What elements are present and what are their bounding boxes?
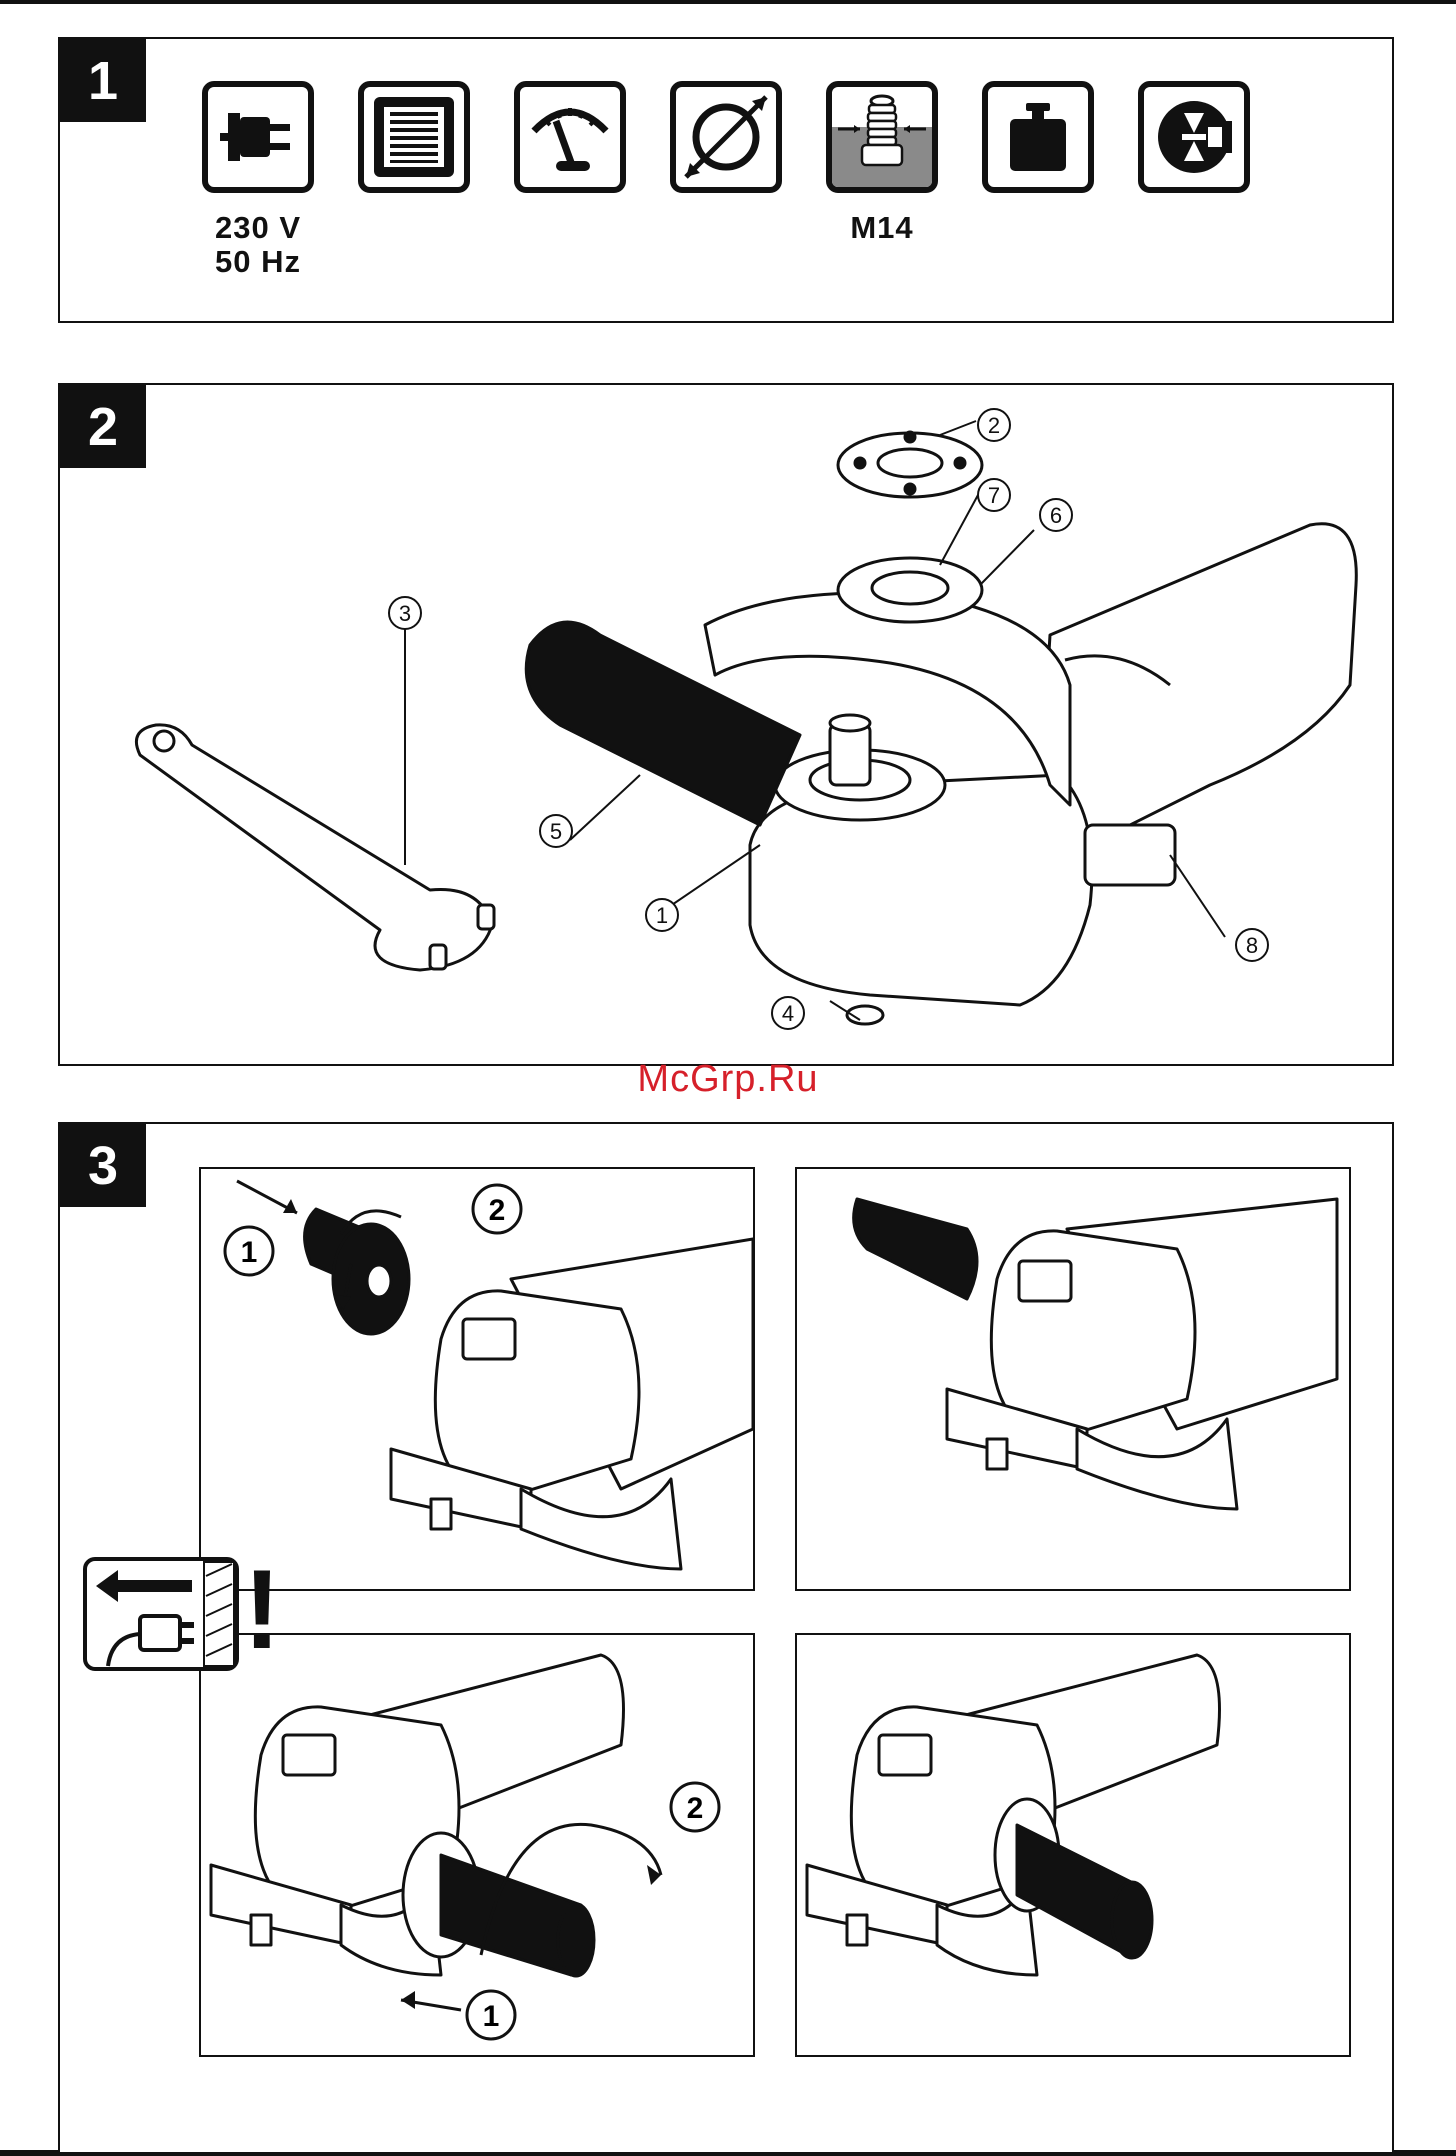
weight-icon — [982, 81, 1094, 193]
site-watermark: McGrp.Ru — [0, 1058, 1456, 1101]
callout-1: 1 — [656, 903, 668, 928]
panel1-step-2: 2 — [489, 1194, 506, 1227]
spindle-thread-icon — [826, 81, 938, 193]
on-off-switch — [1085, 825, 1175, 885]
angle-grinder-exploded-illustration: 3 1 2 4 5 6 7 8 — [60, 385, 1392, 1064]
figure-3-step-fit-handle: 1 2 — [199, 1633, 755, 2057]
panel3-step-1: 1 — [483, 2000, 500, 2033]
power-plug-icon — [202, 81, 314, 193]
protection-class-icon — [1138, 81, 1250, 193]
motor-housing — [1048, 524, 1357, 855]
panel3-step-2: 2 — [687, 1792, 704, 1825]
voltage-frequency-label: 230 V 50 Hz — [188, 211, 328, 279]
panel1-step-1: 1 — [241, 1236, 258, 1269]
figure-1-number: 1 — [60, 39, 146, 122]
callout-3: 3 — [399, 601, 411, 626]
callout-5: 5 — [550, 819, 562, 844]
disc-diameter-icon — [670, 81, 782, 193]
figure-3-handle-removed — [795, 1167, 1351, 1591]
motor-coil-icon — [358, 81, 470, 193]
figure-3-step-remove-handle: 1 2 — [199, 1167, 755, 1591]
callout-4: 4 — [782, 1001, 794, 1026]
top-rule — [0, 0, 1456, 4]
figure-3-number: 3 — [60, 1124, 146, 1207]
warning-exclamation: ! — [242, 1550, 282, 1670]
figure-3-handle-fitted — [795, 1633, 1351, 2057]
figure-2-panel: 2 — [58, 383, 1394, 1066]
callout-7: 7 — [988, 483, 1000, 508]
unplug-warning: ! — [82, 1556, 290, 1672]
callout-6: 6 — [1050, 503, 1062, 528]
thread-size-label: M14 — [816, 211, 948, 245]
figure-1-panel: 1 230 V 50 Hz — [58, 37, 1394, 323]
speed-gauge-icon — [514, 81, 626, 193]
spanner-wrench — [136, 725, 492, 970]
callout-2: 2 — [988, 413, 1000, 438]
callout-8: 8 — [1246, 933, 1258, 958]
